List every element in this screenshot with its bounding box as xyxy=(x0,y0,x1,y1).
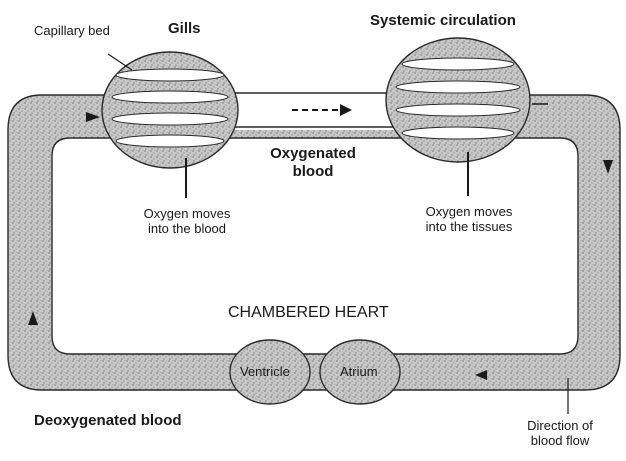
capillary-bed-label: Capillary bed xyxy=(34,23,110,38)
gills-label: Gills xyxy=(168,20,201,38)
systemic-circulation-label: Systemic circulation xyxy=(370,12,516,30)
blood-vessel-loop xyxy=(8,95,620,390)
chambered-heart-label: CHAMBERED HEART xyxy=(228,304,389,323)
leader-capillary-bed xyxy=(108,54,132,70)
oxygen-into-tissues-label: Oxygen moves into the tissues xyxy=(394,204,544,235)
atrium-label: Atrium xyxy=(340,364,378,379)
ventricle-label: Ventricle xyxy=(240,364,290,379)
oxygen-into-blood-label: Oxygen moves into the blood xyxy=(120,206,254,237)
direction-blood-flow-label: Direction of blood flow xyxy=(500,418,620,449)
connecting-vessel xyxy=(220,90,400,130)
gills-capillary-bed xyxy=(102,52,238,168)
deoxygenated-blood-label: Deoxygenated blood xyxy=(34,412,182,430)
oxygenated-blood-label: Oxygenated blood xyxy=(264,145,362,180)
systemic-capillary-bed xyxy=(386,38,530,162)
